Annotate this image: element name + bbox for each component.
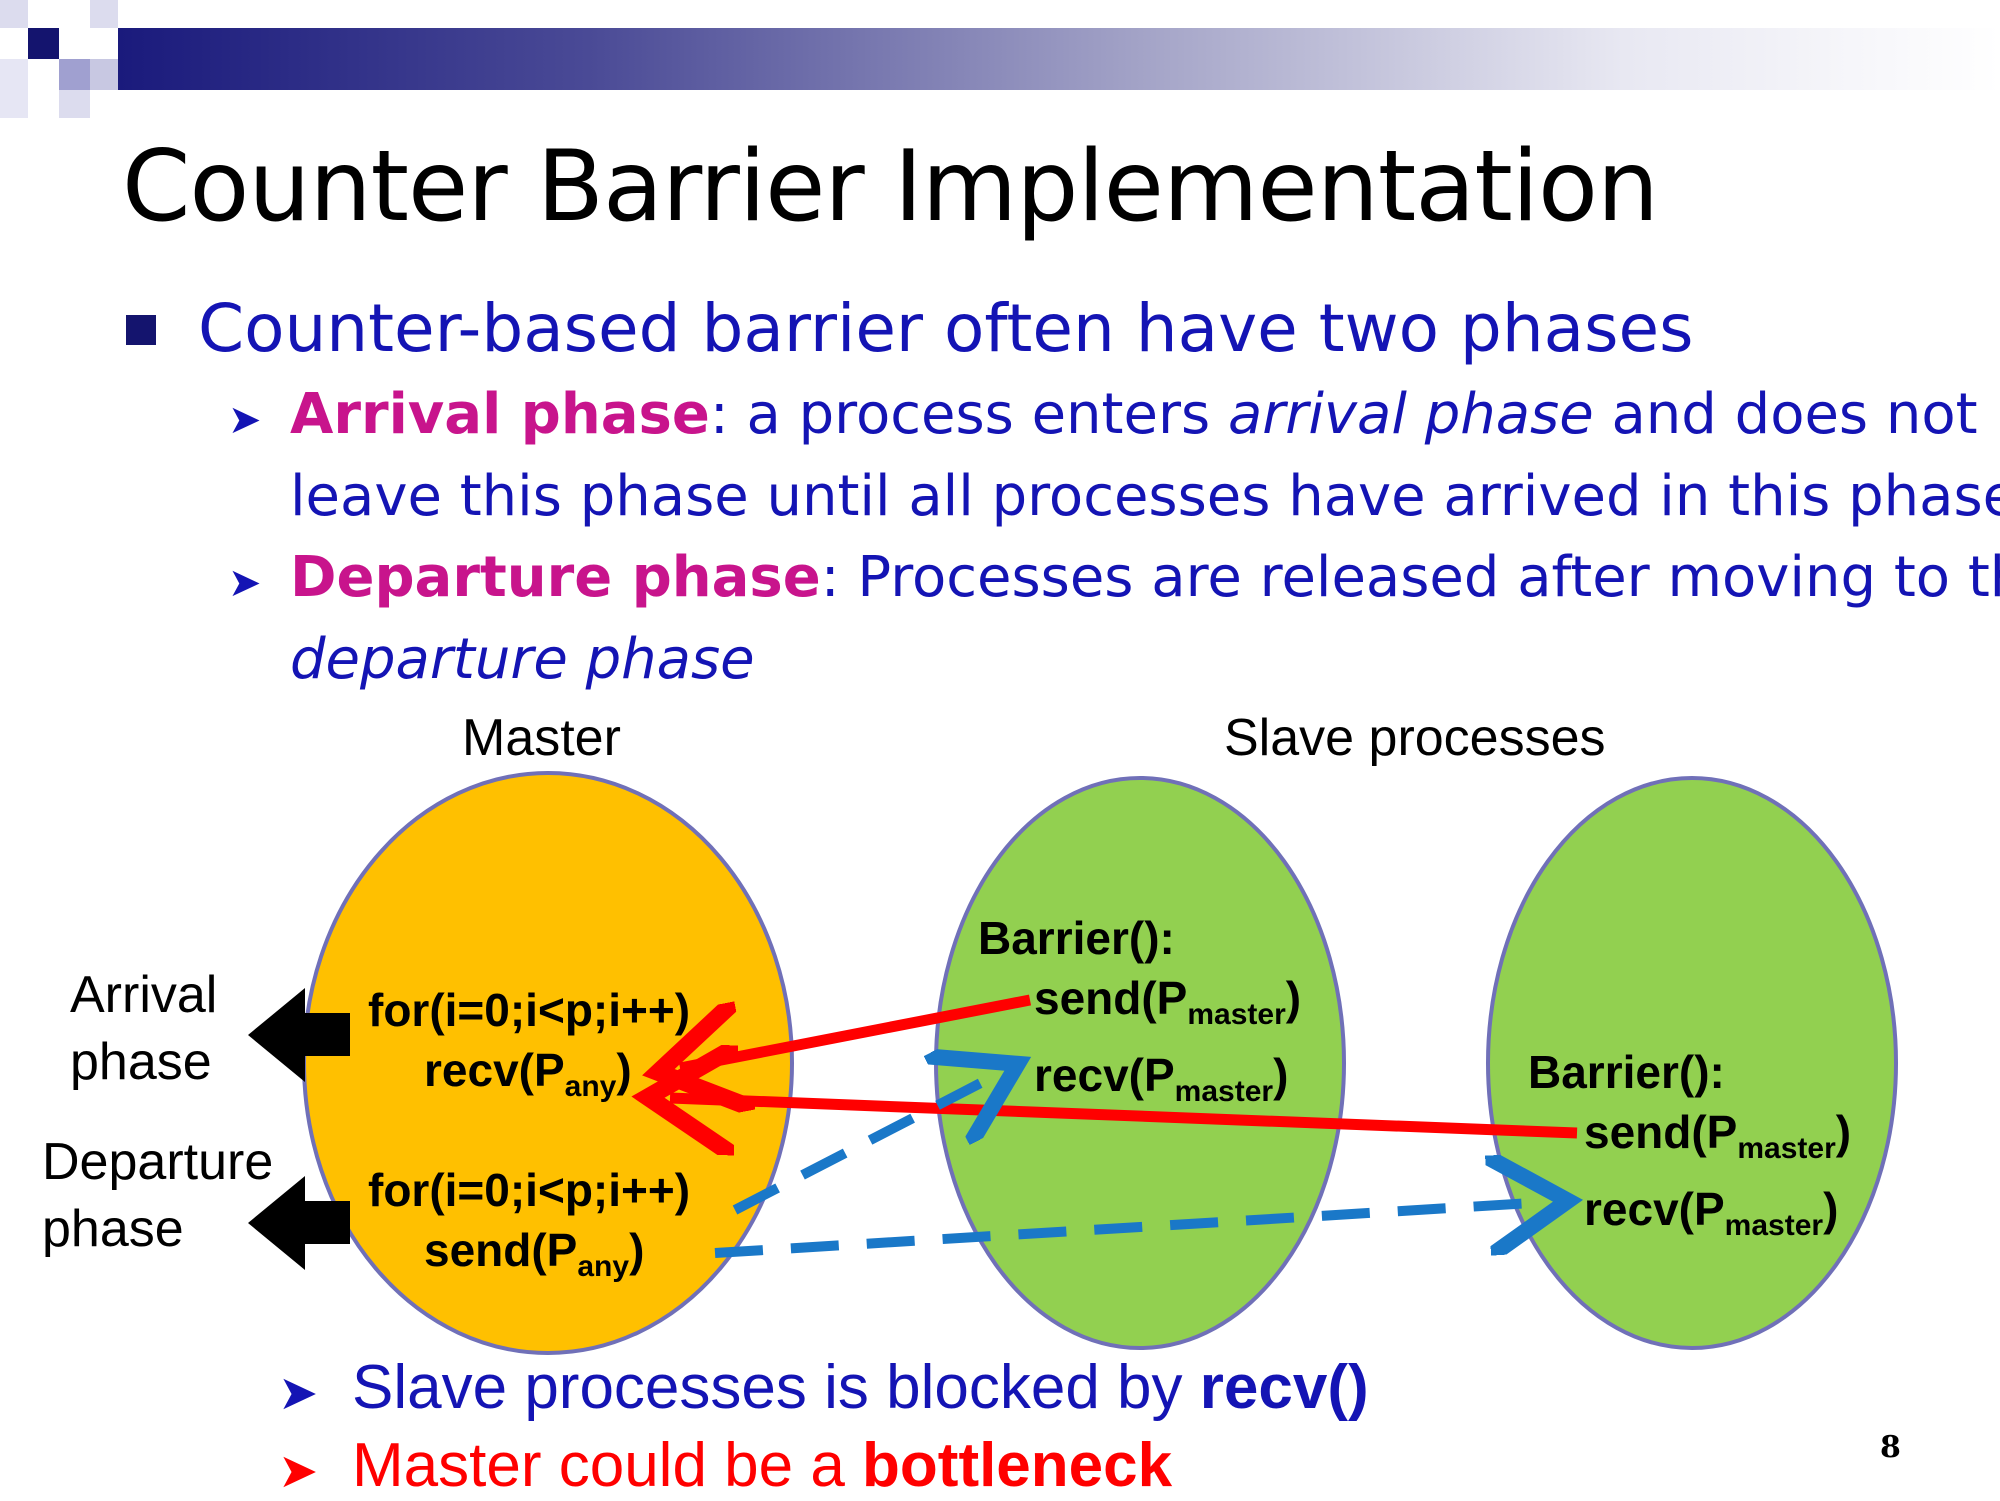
arrival-phase-label-2: phase [70, 1033, 212, 1091]
chevron-right-icon: ➤ [278, 1365, 319, 1421]
slave2-barrier-line: Barrier(): [1528, 1046, 1725, 1098]
close-paren: ) [616, 1044, 632, 1096]
header-square-dark [28, 28, 59, 59]
slave2-recv-line: recv(Pmaster) [1528, 1179, 1851, 1256]
master-recv-line: recv(Pany) [368, 1040, 690, 1117]
send-subscript: any [577, 1250, 630, 1283]
send-call: send(P [1034, 972, 1188, 1024]
arrival-text-part1: : a process enters [709, 382, 1228, 447]
master-loop-line: for(i=0;i<p;i++) [368, 1164, 691, 1216]
close-paren: ) [1285, 972, 1302, 1024]
send-call: send(P [424, 1224, 578, 1276]
send-subscript: master [1187, 998, 1286, 1031]
close-paren: ) [1835, 1106, 1852, 1158]
slave1-code: Barrier(): send(Pmaster) recv(Pmaster) [978, 908, 1301, 1122]
close-paren: ) [629, 1224, 645, 1276]
note-blocked-bold: recv() [1199, 1353, 1369, 1422]
header-square-mid [90, 59, 118, 90]
slave1-recv-line: recv(Pmaster) [978, 1045, 1301, 1122]
master-loop-line: for(i=0;i<p;i++) [368, 984, 691, 1036]
chevron-right-icon: ➤ [278, 1443, 319, 1499]
slide-title: Counter Barrier Implementation [122, 130, 1659, 244]
send-subscript: master [1737, 1132, 1836, 1165]
arrival-text-italic: arrival phase [1227, 382, 1594, 447]
header-gradient-bar [118, 28, 2000, 90]
recv-call: recv(P [1584, 1183, 1725, 1235]
slave1-barrier-line: Barrier(): [978, 912, 1175, 964]
header-square-mid [59, 59, 90, 90]
arrival-arrow-icon [248, 988, 350, 1082]
recv-subscript: master [1724, 1209, 1824, 1242]
arrival-phase-label-1: Arrival [70, 966, 218, 1024]
slave2-send-arrow [670, 1098, 1578, 1133]
arrival-text-part2: and does not [1593, 382, 1978, 447]
slaves-title: Slave processes [1224, 709, 1606, 767]
note-bottleneck-text: Master could be a [352, 1431, 863, 1500]
page-number: 8 [1880, 1430, 1901, 1465]
send-call: send(P [1584, 1106, 1738, 1158]
note-bottleneck: Master could be a bottleneck [352, 1430, 1172, 1501]
master-title: Master [462, 709, 621, 767]
header-square-light [59, 90, 90, 118]
header-square-light [0, 59, 28, 118]
master-loop-send: for(i=0;i<p;i++) send(Pany) [368, 1160, 690, 1297]
slave1-send-line: send(Pmaster) [978, 968, 1301, 1045]
recv-subscript: master [1174, 1075, 1274, 1108]
header-square-light [0, 0, 28, 28]
master-send-line: send(Pany) [368, 1220, 690, 1297]
departure-phase-label-1: Departure [42, 1133, 274, 1191]
arrival-subbullet-line1: Arrival phase: a process enters arrival … [290, 382, 1978, 447]
recv-call: recv(P [1034, 1049, 1175, 1101]
note-blocked-text: Slave processes is blocked by [352, 1353, 1200, 1422]
header-square-light [90, 0, 118, 28]
departure-phase-label-2: phase [42, 1200, 184, 1258]
master-loop-recv: for(i=0;i<p;i++) recv(Pany) [368, 980, 690, 1117]
slave2-code: Barrier(): send(Pmaster) recv(Pmaster) [1528, 1042, 1851, 1256]
chevron-right-icon: ➤ [228, 397, 262, 443]
departure-subbullet-line2: departure phase [290, 627, 755, 692]
slave1-send-arrow [680, 994, 1032, 1068]
departure-phase-label: Departure phase [290, 545, 821, 610]
bullet-square-icon [126, 315, 156, 345]
departure-text: : Processes are released after moving to… [820, 545, 2000, 610]
arrival-phase-label: Arrival phase [290, 382, 710, 447]
note-blocked: Slave processes is blocked by recv() [352, 1352, 1369, 1423]
master-send-slave2-arrow [714, 1202, 1548, 1258]
recv-subscript: any [564, 1070, 617, 1103]
slave2-ellipse [1486, 776, 1898, 1350]
main-bullet-text: Counter-based barrier often have two pha… [198, 290, 1694, 367]
departure-subbullet-line1: Departure phase: Processes are released … [290, 545, 2000, 610]
slave2-send-line: send(Pmaster) [1528, 1102, 1851, 1179]
recv-call: recv(P [424, 1044, 565, 1096]
close-paren: ) [1823, 1183, 1839, 1235]
chevron-right-icon: ➤ [228, 560, 262, 606]
close-paren: ) [1273, 1049, 1289, 1101]
departure-arrow-icon [248, 1176, 350, 1270]
arrival-subbullet-line2: leave this phase until all processes hav… [290, 464, 2000, 529]
note-bottleneck-bold: bottleneck [862, 1431, 1173, 1500]
master-send-slave1-arrow [732, 1073, 1000, 1215]
